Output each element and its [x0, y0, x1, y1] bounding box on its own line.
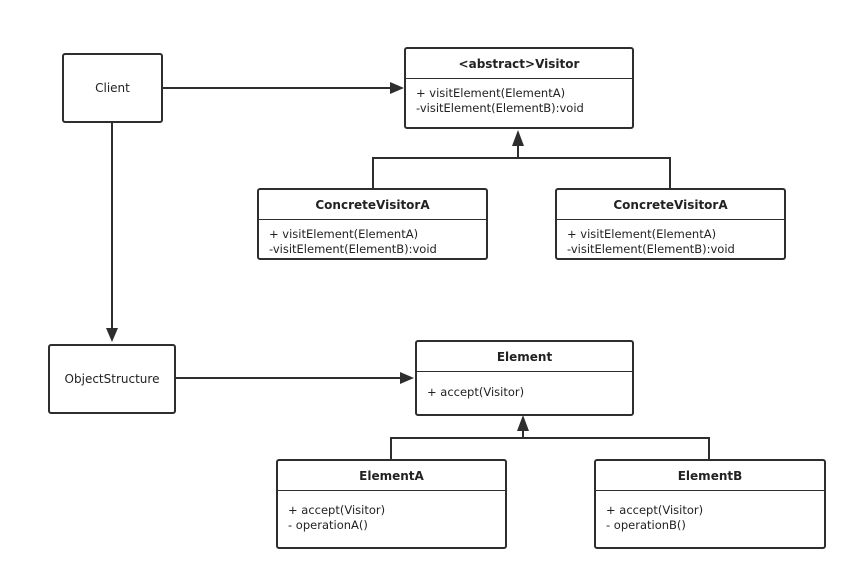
concrete-visitor-a-box[interactable]: ConcreteVisitorA + visitElement(ElementA… — [257, 188, 488, 260]
concrete-visitor-b-method: + visitElement(ElementA) — [567, 227, 717, 241]
element-class-title: Element — [417, 342, 632, 372]
element-a-method: - operationA() — [288, 518, 368, 532]
visitor-method: -visitElement(ElementB):void — [416, 101, 584, 115]
element-a-class-box[interactable]: ElementA + accept(Visitor) - operationA(… — [276, 459, 507, 549]
visitor-inheritance-arrowhead — [512, 130, 524, 146]
element-a-class-title: ElementA — [278, 461, 505, 491]
objectstructure-box[interactable]: ObjectStructure — [48, 344, 176, 414]
client-box[interactable]: Client — [62, 53, 163, 123]
concrete-visitor-a-title: ConcreteVisitorA — [259, 190, 486, 220]
element-inheritance-arrowhead — [517, 415, 529, 431]
concrete-visitor-b-method: -visitElement(ElementB):void — [567, 242, 735, 256]
objectstructure-label: ObjectStructure — [64, 372, 160, 386]
element-b-method: - operationB() — [606, 518, 686, 532]
concrete-visitor-b-title: ConcreteVisitorA — [557, 190, 784, 220]
element-a-method: + accept(Visitor) — [288, 503, 386, 517]
client-objectstructure-arrowhead — [106, 328, 118, 342]
client-label: Client — [95, 81, 130, 95]
element-b-method: + accept(Visitor) — [606, 503, 704, 517]
visitor-class-box[interactable]: <abstract>Visitor + visitElement(Element… — [404, 47, 634, 129]
visitor-class-title: <abstract>Visitor — [406, 49, 632, 79]
concrete-visitor-a-method: + visitElement(ElementA) — [269, 227, 419, 241]
element-class-box[interactable]: Element + accept(Visitor) — [415, 340, 634, 416]
visitor-method: + visitElement(ElementA) — [416, 86, 566, 100]
element-method: + accept(Visitor) — [427, 385, 525, 399]
element-b-class-title: ElementB — [596, 461, 824, 491]
client-visitor-arrowhead — [390, 82, 404, 94]
visitor-inheritance-connector — [372, 157, 671, 188]
concrete-visitor-a-method: -visitElement(ElementB):void — [269, 242, 437, 256]
element-b-class-box[interactable]: ElementB + accept(Visitor) - operationB(… — [594, 459, 826, 549]
element-inheritance-connector — [390, 437, 710, 460]
concrete-visitor-b-box[interactable]: ConcreteVisitorA + visitElement(ElementA… — [555, 188, 786, 260]
objectstructure-element-arrowhead — [400, 372, 414, 384]
